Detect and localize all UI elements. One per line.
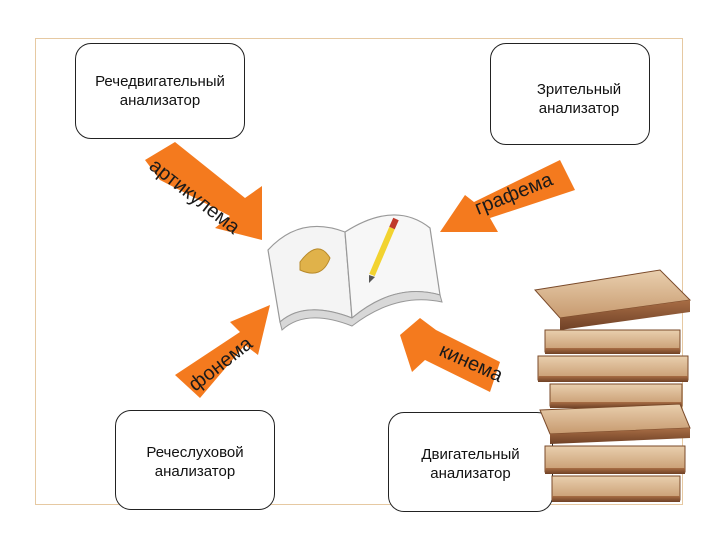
motor-analyzer-box: Двигательный анализатор xyxy=(388,412,553,512)
box-line: Двигательный xyxy=(421,446,520,463)
arrow-bottom-left xyxy=(175,305,270,398)
auditory-analyzer-box: Речеслуховой анализатор xyxy=(115,410,275,510)
arrow-top-right xyxy=(440,160,575,232)
book-icon xyxy=(551,475,681,502)
box-line: Речедвигательный xyxy=(95,73,225,90)
speech-motor-analyzer-box: Речедвигательный анализатор xyxy=(75,43,245,139)
book-stack-icon xyxy=(534,269,692,502)
box-line: анализатор xyxy=(430,465,511,482)
box-line: Зрительный xyxy=(536,81,622,98)
box-line: Речеслуховой xyxy=(146,444,244,461)
box-line: анализатор xyxy=(538,100,620,117)
slide-frame xyxy=(35,38,683,505)
book-icon xyxy=(544,329,681,354)
visual-analyzer-box: Зрительный анализатор xyxy=(490,43,650,145)
book-icon xyxy=(544,445,686,474)
pencil-icon xyxy=(369,226,395,277)
box-line: анализатор xyxy=(119,92,201,109)
arrow-top-left xyxy=(145,142,262,240)
arrow-bottom-right xyxy=(400,318,500,392)
box-line: анализатор xyxy=(154,463,236,480)
book-icon xyxy=(534,269,692,330)
book-icon xyxy=(549,383,683,408)
book-icon xyxy=(539,403,691,444)
leaf-icon xyxy=(299,248,331,274)
book-icon xyxy=(537,355,689,382)
open-book-icon xyxy=(267,214,443,331)
